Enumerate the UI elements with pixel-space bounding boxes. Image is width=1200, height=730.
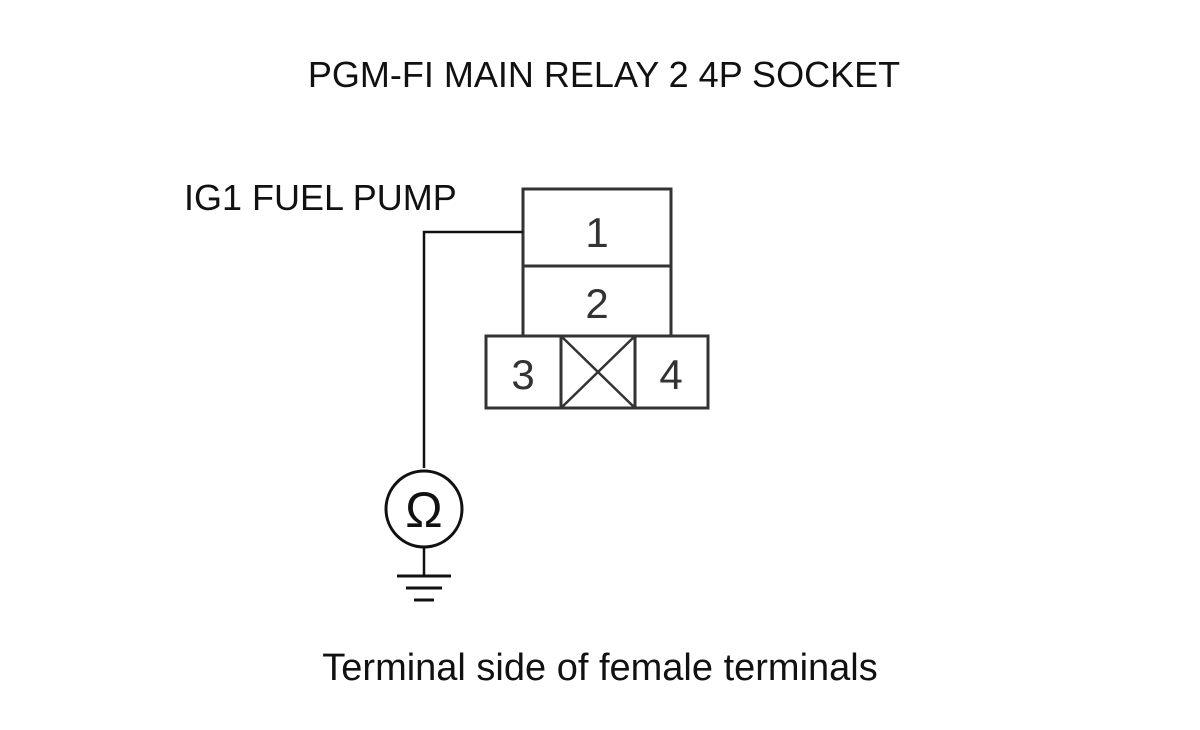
wire-label: IG1 FUEL PUMP bbox=[184, 177, 457, 218]
ground-icon bbox=[397, 574, 451, 602]
terminal-1: 1 bbox=[521, 187, 673, 268]
probe-wire bbox=[422, 230, 523, 468]
terminal-3-label: 3 bbox=[511, 351, 534, 398]
connector-socket: 1 2 3 4 bbox=[484, 187, 710, 410]
ohm-symbol: Ω bbox=[405, 482, 442, 538]
diagram-title: PGM-FI MAIN RELAY 2 4P SOCKET bbox=[308, 54, 900, 95]
terminal-4-label: 4 bbox=[659, 351, 682, 398]
terminal-1-label: 1 bbox=[585, 209, 608, 256]
terminal-3: 3 bbox=[484, 334, 563, 410]
terminal-2-label: 2 bbox=[585, 280, 608, 327]
terminal-2: 2 bbox=[521, 264, 673, 338]
diagram-caption: Terminal side of female terminals bbox=[322, 647, 877, 689]
terminal-4: 4 bbox=[633, 334, 710, 410]
x-box-icon bbox=[559, 334, 637, 410]
ohmmeter-icon: Ω bbox=[384, 469, 464, 549]
